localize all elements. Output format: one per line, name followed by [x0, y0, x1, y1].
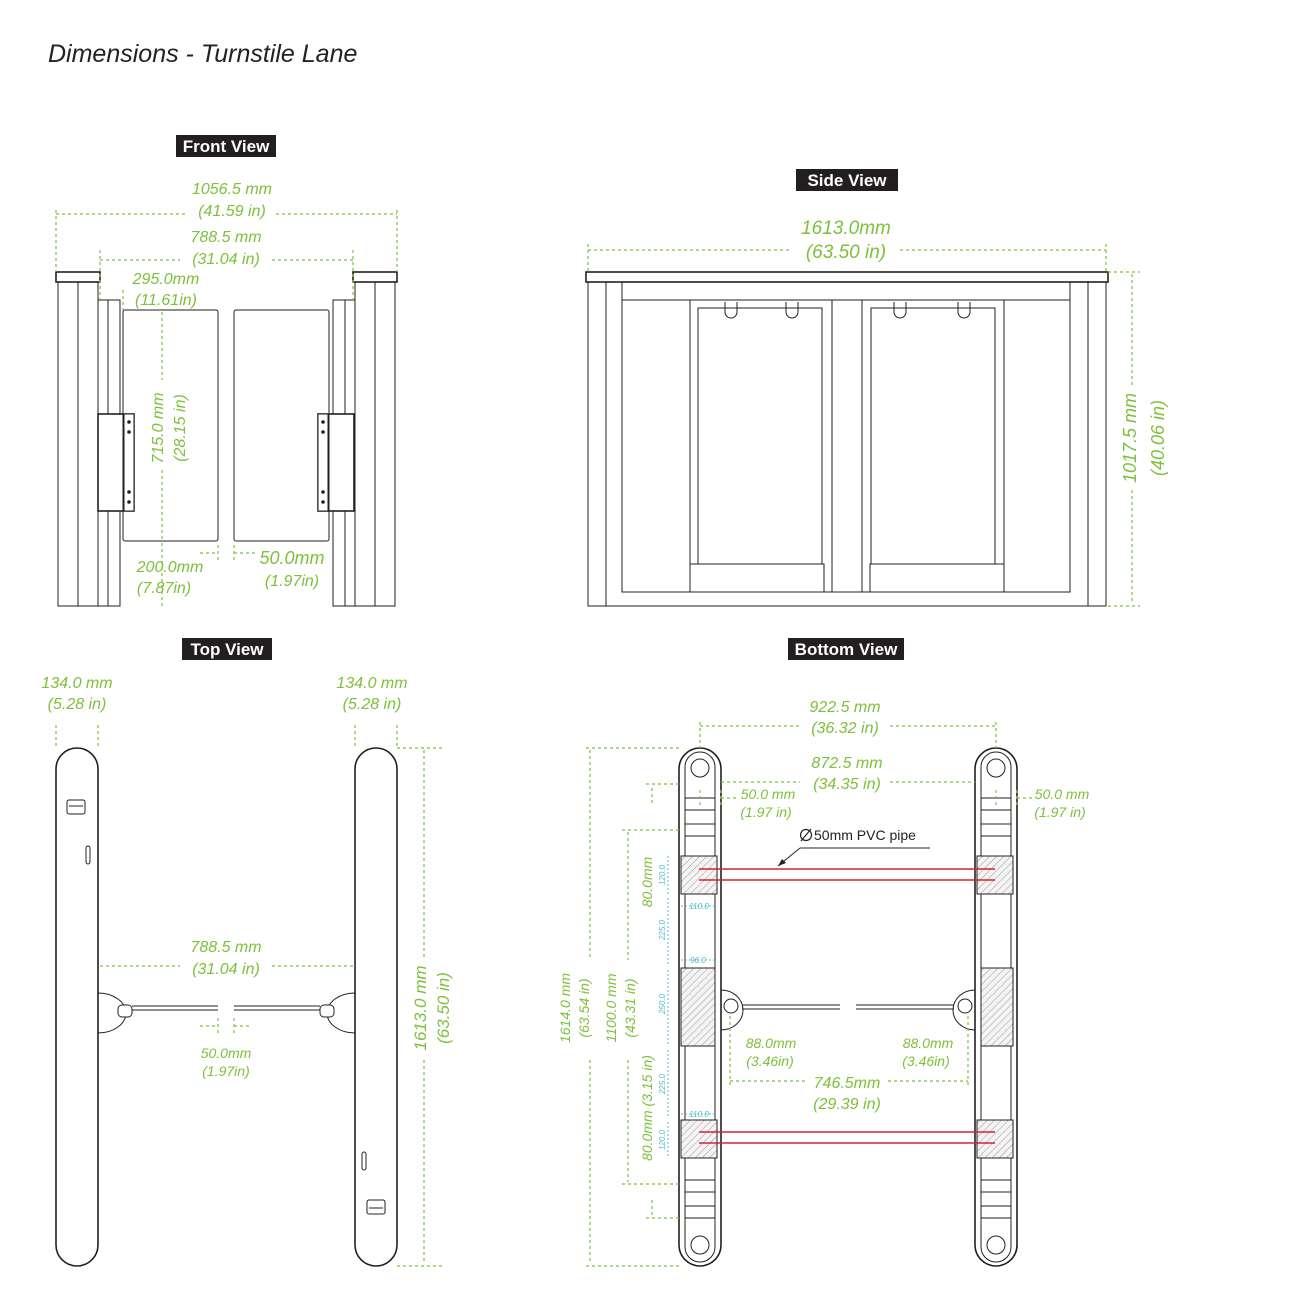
bottom-hole-bottom: 80.0mm (3.15 in)	[639, 1055, 655, 1161]
side-height-mm: 1017.5 mm	[1120, 393, 1140, 483]
bottom-passage-in: (29.39 in)	[813, 1096, 881, 1113]
top-passage-in: (31.04 in)	[192, 961, 260, 978]
bottom-view-badge: Bottom View	[788, 638, 904, 660]
bottom-outer-mm: 922.5 mm	[809, 699, 880, 716]
small-dim-label: 250.0	[658, 993, 667, 1015]
bottom-outer-in: (36.32 in)	[811, 720, 879, 737]
front-clear-in: (7.87in)	[137, 580, 191, 597]
side-view: Side View 1613.0mm (63.50 in) 1017.5 mm …	[585, 169, 1168, 607]
bottom-center-in: (34.35 in)	[813, 776, 881, 793]
pvc-pipe-callout: 50mm PVC pipe	[777, 827, 930, 867]
top-length-in: (63.50 in)	[434, 972, 453, 1044]
bottom-view: Bottom View	[557, 638, 1090, 1267]
front-inner-mm: 788.5 mm	[190, 229, 261, 246]
top-view-label: Top View	[190, 640, 264, 659]
top-left-width-in: (5.28 in)	[48, 696, 107, 713]
small-dim-label: 120.0	[658, 1129, 667, 1150]
front-height-mm: 715.0 mm	[150, 392, 167, 463]
bottom-hole-top: 80.0mm	[639, 856, 655, 907]
page-title: Dimensions - Turnstile Lane	[48, 40, 357, 68]
front-gap-in: (1.97in)	[265, 573, 319, 590]
side-view-badge: Side View	[796, 169, 898, 191]
side-length-in: (63.50 in)	[806, 242, 886, 263]
front-overall-in: (41.59 in)	[198, 203, 266, 220]
front-clear-mm: 200.0mm	[136, 559, 204, 576]
top-passage-mm: 788.5 mm	[190, 939, 261, 956]
bottom-left-arm-mm: 88.0mm	[746, 1035, 797, 1051]
top-view-badge: Top View	[182, 638, 272, 660]
front-wing-in: (11.61in)	[135, 292, 197, 309]
small-dim-label: 96.0	[690, 956, 706, 965]
bottom-view-label: Bottom View	[795, 640, 898, 659]
top-right-width-in: (5.28 in)	[343, 696, 402, 713]
top-left-width-mm: 134.0 mm	[41, 675, 112, 692]
side-length-mm: 1613.0mm	[801, 218, 891, 239]
pvc-pipe-label: 50mm PVC pipe	[814, 827, 916, 843]
bottom-total-mm: 1614.0 mm	[557, 973, 573, 1043]
small-dim-label: 110.0	[689, 902, 709, 911]
bottom-right-offset-mm: 50.0 mm	[1035, 786, 1090, 802]
front-view-badge: Front View	[176, 135, 276, 157]
bottom-right-offset-in: (1.97 in)	[1034, 804, 1085, 820]
bottom-passage-mm: 746.5mm	[814, 1075, 881, 1092]
side-height-in: (40.06 in)	[1148, 400, 1168, 476]
small-dim-label: 225.0	[658, 919, 667, 941]
bottom-left-arm-in: (3.46in)	[746, 1053, 793, 1069]
small-dim-label: 110.0	[689, 1110, 709, 1119]
top-gap-in: (1.97in)	[202, 1063, 249, 1079]
side-view-label: Side View	[807, 171, 887, 190]
bottom-span-in: (43.31 in)	[622, 978, 638, 1037]
front-height-in: (28.15 in)	[172, 394, 189, 462]
bottom-total-in: (63.54 in)	[576, 978, 592, 1037]
bottom-left-offset-in: (1.97 in)	[740, 804, 791, 820]
small-dim-label: 225.0	[658, 1073, 667, 1095]
bottom-center-mm: 872.5 mm	[811, 755, 882, 772]
bottom-span-mm: 1100.0 mm	[603, 973, 619, 1042]
top-gap-mm: 50.0mm	[201, 1045, 252, 1061]
top-right-width-mm: 134.0 mm	[336, 675, 407, 692]
front-wing-mm: 295.0mm	[132, 271, 200, 288]
front-view-label: Front View	[183, 137, 270, 156]
bottom-right-arm-in: (3.46in)	[902, 1053, 949, 1069]
front-gap-mm: 50.0mm	[259, 548, 324, 568]
front-inner-in: (31.04 in)	[192, 251, 260, 268]
top-length-mm: 1613.0 mm	[411, 965, 430, 1050]
front-overall-mm: 1056.5 mm	[192, 181, 272, 198]
bottom-right-arm-mm: 88.0mm	[903, 1035, 954, 1051]
top-view: Top View 134.0 mm (5.28 in) 134.0 mm (5.…	[41, 638, 453, 1267]
bottom-left-offset-mm: 50.0 mm	[741, 786, 796, 802]
front-view: Front View 1056.5 mm (41.59 in)	[55, 135, 398, 607]
small-dim-label: 120.0	[658, 864, 667, 885]
